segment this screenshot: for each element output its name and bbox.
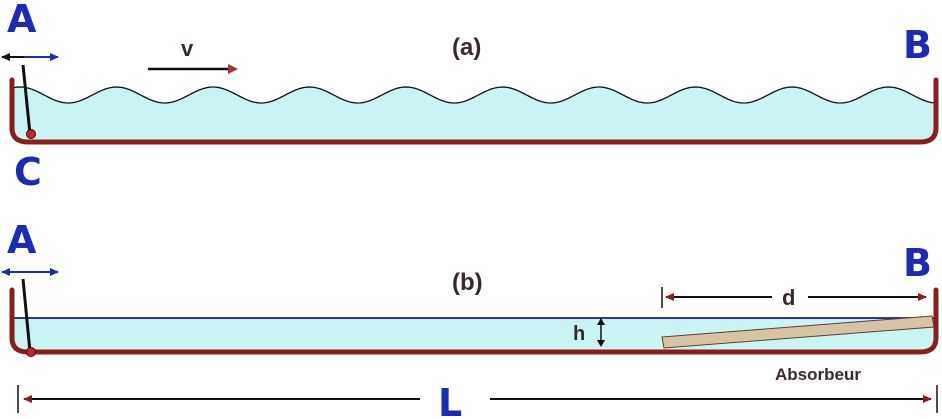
paddle-rod-a [21, 64, 32, 135]
length-label: L [438, 381, 462, 419]
water-body-a [12, 87, 936, 142]
pivot-point-a [26, 129, 36, 139]
paddle-rod-b [21, 278, 32, 353]
absorber-label: Absorbeur [775, 365, 861, 384]
point-b-label-b: B [903, 241, 932, 285]
pivot-point-b [26, 347, 36, 357]
point-b-label: B [903, 23, 932, 67]
point-c-label: C [14, 150, 42, 194]
tank-a [9, 77, 939, 145]
distance-label: d [782, 285, 795, 310]
wave-surface [11, 86, 937, 104]
velocity-label: v [181, 36, 194, 61]
point-a-label-b: A [7, 218, 37, 262]
panel-a: v (a) A B C [1, 0, 939, 194]
panel-b-label: (b) [452, 269, 483, 296]
point-a-label: A [7, 0, 37, 41]
length-dimension: L [17, 381, 938, 419]
panel-b: h d Absorbeur (b) A B [1, 218, 939, 384]
panel-a-label: (a) [452, 34, 481, 61]
tank-b [9, 287, 939, 355]
depth-label: h [573, 323, 585, 345]
